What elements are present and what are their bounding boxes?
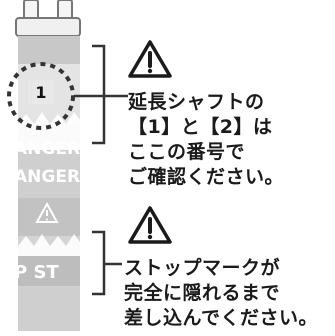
shaft-stripe-text-2: ANGER xyxy=(14,139,80,159)
callout-bracket-bottom xyxy=(92,230,122,296)
note-top-line-2: 【1】と【2】は xyxy=(128,116,273,138)
note-top-line-4: ご確認ください。 xyxy=(128,166,285,188)
note-stop-mark: ストップマークが 完全に隠れるまで 差し込んでください。 xyxy=(124,256,318,331)
note-bottom-line-2: 完全に隠れるまで xyxy=(124,282,281,304)
caution-icon-top xyxy=(128,40,172,78)
shaft-number-plate xyxy=(28,80,54,104)
note-bottom-line-3: 差し込んでください。 xyxy=(124,307,319,329)
shaft-top-fitting xyxy=(15,0,81,37)
note-top-line-1: 延長シャフトの xyxy=(128,91,265,113)
shaft-stripe-text-1: ANGER xyxy=(14,167,80,187)
shaft-number-label: 1 xyxy=(35,83,46,102)
shaft-warning-icon xyxy=(35,201,59,223)
note-top-line-3: ここの番号で xyxy=(128,141,246,163)
shaft-stripe-text-3: P ST xyxy=(14,262,59,283)
callout-bracket-top xyxy=(74,44,128,145)
number-highlight-circle xyxy=(7,62,75,130)
note-shaft-number: 延長シャフトの 【1】と【2】は ここの番号で ご確認ください。 xyxy=(128,90,284,190)
note-bottom-line-1: ストップマークが xyxy=(124,257,281,279)
caution-icon-bottom xyxy=(128,206,172,244)
